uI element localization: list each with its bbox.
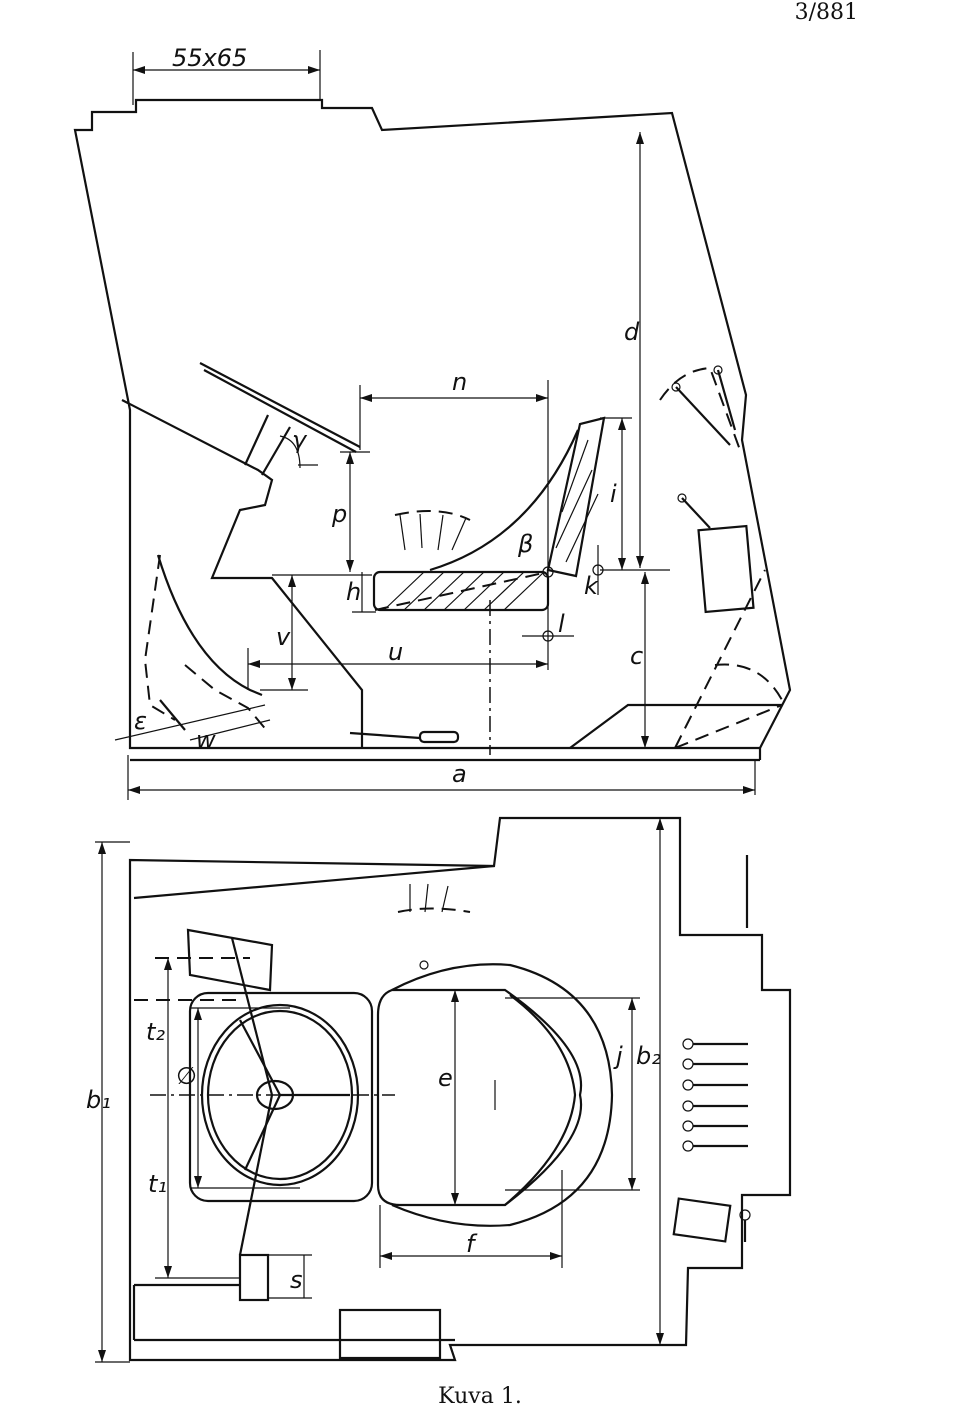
gamma-label: γ [292,426,308,454]
gear-lever-side [349,730,460,744]
cab-side-outline [73,98,792,750]
i-label: i [610,480,617,508]
h-label: h [346,578,361,606]
steering-column-side [199,362,361,476]
b1-label: b₁ [86,1086,111,1114]
d-label: d [624,318,640,346]
seat-backrest [546,416,606,578]
plan-view: b₁ t₂ t₁ ∅ e j [86,816,792,1363]
l-label: l [558,610,565,638]
seat-plan [376,960,614,1227]
figure-caption: Kuva 1. [438,1384,522,1409]
page-number: 3/881 [794,0,858,25]
seat-size-dimension: 55x65 [132,44,321,105]
t1-label: t₁ [148,1170,167,1198]
pedal-box [238,1253,270,1302]
plan-dimensions: b₁ t₂ t₁ ∅ e j [86,818,664,1363]
lower-box [338,1308,442,1360]
p-label: p [331,500,347,528]
epsilon-label: ε [134,707,147,735]
t2-label: t₂ [146,1018,165,1046]
instrument-cluster-side [394,510,471,551]
j-label: j [613,1042,623,1070]
pedal-side [143,554,269,733]
n-label: n [452,368,467,396]
s-label: s [290,1266,303,1294]
seat-size-label: 55x65 [172,44,247,72]
a-label: a [452,760,467,788]
side-view: 55x65 γ ε w [73,44,792,800]
steering-wheel [150,1003,395,1187]
steering-base-plate [188,991,374,1203]
side-dimensions: n d c i k l [127,132,756,800]
u-label: u [388,638,403,666]
diameter-label: ∅ [176,1062,197,1090]
b2-label: b₂ [636,1042,661,1070]
control-knobs-plan [672,855,751,1243]
beta-label: β [517,530,533,558]
dashboard-side [121,399,364,748]
w-label: w [196,726,216,754]
cab-plan-outline [128,816,792,1362]
instrument-cluster-plan [397,883,471,913]
k-label: k [584,572,599,600]
f-label: f [466,1230,478,1258]
v-label: v [276,623,291,651]
right-controls-side [569,365,783,749]
c-label: c [630,642,643,670]
e-label: e [438,1064,453,1092]
